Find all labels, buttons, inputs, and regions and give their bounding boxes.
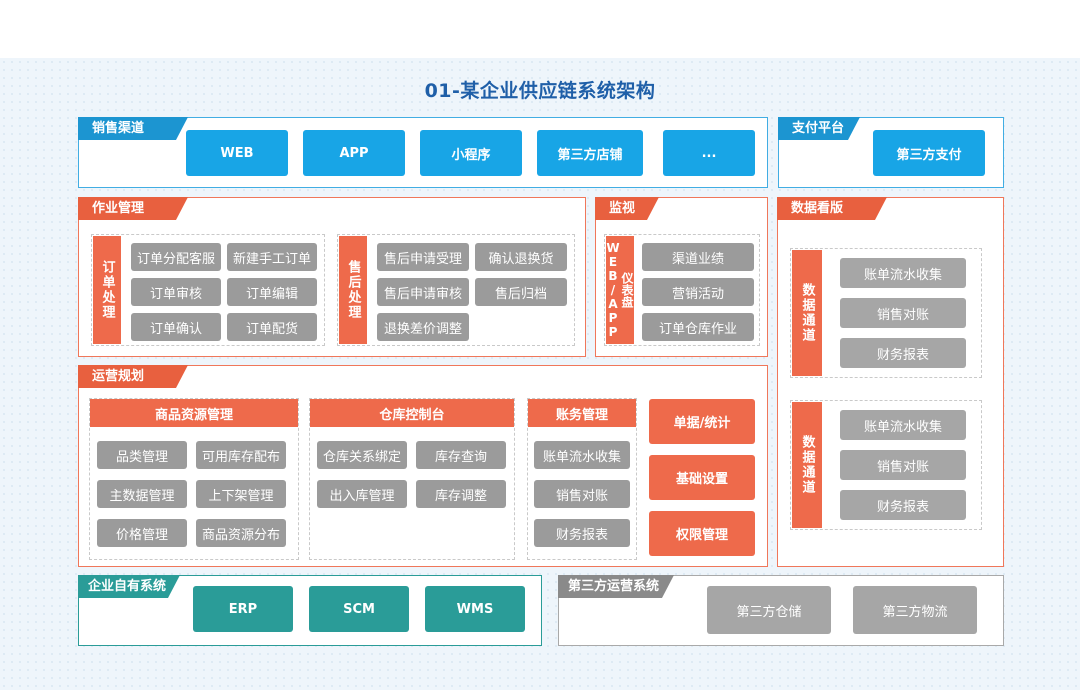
ops-panel: 作业管理 订单处理 订单分配客服 新建手工订单 订单审核 订单编辑 订单确认 订… [78,197,586,357]
order-item: 订单配货 [227,313,317,341]
sales-channel-panel: 销售渠道 WEB APP 小程序 第三方店铺 ... [78,117,768,188]
aftersale-item: 售后申请受理 [377,243,469,271]
order-item: 订单编辑 [227,278,317,306]
monitor-panel: 监视 仪表盘WEB/APP 渠道业绩 营销活动 订单仓库作业 [595,197,768,357]
order-item: 新建手工订单 [227,243,317,271]
diagram-title: 01-某企业供应链系统架构 [424,80,656,102]
warehouse-group [309,398,515,560]
aftersale-item: 确认退换货 [475,243,567,271]
order-side-label: 订单处理 [93,236,121,344]
monitor-item: 营销活动 [642,278,754,306]
warehouse-header: 仓库控制台 [310,399,514,427]
third-party-warehousing: 第三方仓储 [707,586,831,634]
data-channel-side-label: 数据通道 [792,402,822,528]
warehouse-item: 库存调整 [416,480,506,508]
system-erp: ERP [193,586,293,632]
third-party-systems-label: 第三方运营系统 [558,575,674,598]
accounts-item: 销售对账 [534,480,630,508]
goods-group [89,398,299,560]
goods-item: 可用库存配布 [196,441,286,469]
data-item: 销售对账 [840,298,966,328]
permission-management: 权限管理 [649,511,755,556]
goods-header: 商品资源管理 [90,399,298,427]
channel-mini-program: 小程序 [420,130,522,176]
aftersale-side-label: 售后处理 [339,236,367,344]
order-item: 订单分配客服 [131,243,221,271]
aftersale-item: 退换差价调整 [377,313,469,341]
planning-label: 运营规划 [78,365,188,388]
monitor-item: 订单仓库作业 [642,313,754,341]
data-item: 销售对账 [840,450,966,480]
payment-panel: 支付平台 第三方支付 [778,117,1004,188]
own-systems-label: 企业自有系统 [78,575,180,598]
goods-item: 价格管理 [97,519,187,547]
goods-item: 上下架管理 [196,480,286,508]
order-group [91,234,325,346]
accounts-item: 账单流水收集 [534,441,630,469]
sales-channel-label: 销售渠道 [78,117,188,140]
basic-settings: 基础设置 [649,455,755,500]
data-item: 账单流水收集 [840,410,966,440]
monitor-group [604,234,760,346]
channel-more: ... [663,130,755,176]
dashboard-label: 数据看版 [777,197,887,220]
data-channel-group-1 [790,248,982,378]
monitor-label: 监视 [595,197,659,220]
third-party-systems-panel: 第三方运营系统 第三方仓储 第三方物流 [558,575,1004,646]
accounts-header: 账务管理 [528,399,636,427]
monitor-item: 渠道业绩 [642,243,754,271]
channel-web: WEB [186,130,288,176]
aftersale-group [337,234,575,346]
system-wms: WMS [425,586,525,632]
ops-label: 作业管理 [78,197,188,220]
goods-item: 品类管理 [97,441,187,469]
monitor-side-label: 仪表盘WEB/APP [606,236,634,344]
order-item: 订单审核 [131,278,221,306]
goods-item: 主数据管理 [97,480,187,508]
third-party-logistics: 第三方物流 [853,586,977,634]
own-systems-panel: 企业自有系统 ERP SCM WMS [78,575,542,646]
warehouse-item: 仓库关系绑定 [317,441,407,469]
data-item: 财务报表 [840,338,966,368]
documents-statistics: 单据/统计 [649,399,755,444]
channel-third-party-store: 第三方店铺 [537,130,643,176]
system-scm: SCM [309,586,409,632]
payment-label: 支付平台 [778,117,860,140]
dashboard-panel: 数据看版 数据通道 账单流水收集 销售对账 财务报表 数据通道 账单流水收集 销… [777,197,1004,567]
data-item: 财务报表 [840,490,966,520]
order-item: 订单确认 [131,313,221,341]
warehouse-item: 库存查询 [416,441,506,469]
warehouse-item: 出入库管理 [317,480,407,508]
accounts-item: 财务报表 [534,519,630,547]
data-item: 账单流水收集 [840,258,966,288]
aftersale-item: 售后归档 [475,278,567,306]
planning-panel: 运营规划 商品资源管理 品类管理 可用库存配布 主数据管理 上下架管理 价格管理… [78,365,768,567]
data-channel-side-label: 数据通道 [792,250,822,376]
goods-item: 商品资源分布 [196,519,286,547]
data-channel-group-2 [790,400,982,530]
aftersale-item: 售后申请审核 [377,278,469,306]
third-party-payment: 第三方支付 [873,130,985,176]
accounts-group [527,398,637,560]
channel-app: APP [303,130,405,176]
